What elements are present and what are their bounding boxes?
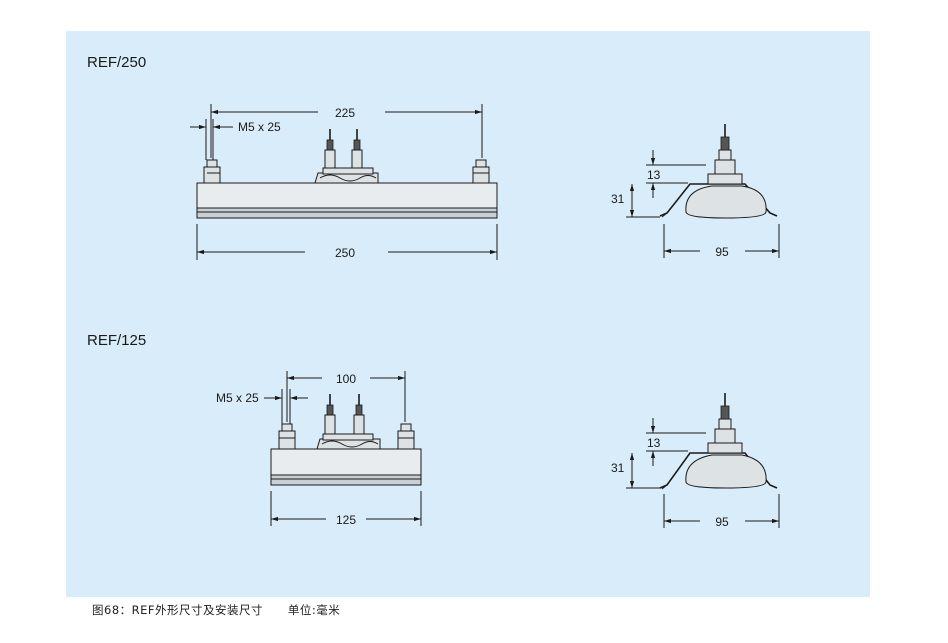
section-title-ref125: REF/125 [87,332,147,349]
ref125-heater-profile [685,454,767,489]
ref250-bolt-label: M5 x 25 [238,120,281,134]
ref250-bottom-dimension: 250 [335,246,355,260]
ref250-end-view: 13 31 95 [611,124,780,259]
ref250-heater-profile [685,185,767,219]
section-title-ref250: REF/250 [87,54,147,71]
ref125-bolt-label: M5 x 25 [216,391,259,405]
ref250-right-bolt [472,159,490,184]
ref125-end-view: 13 31 95 [611,393,780,529]
ref250-end-dim-width: 95 [715,245,729,259]
ref125-top-dimension: 100 [336,372,356,386]
ref125-end-dim-height: 31 [611,461,625,475]
ref125-bottom-dimension: 125 [336,513,356,527]
ref125-side-view: 100 M5 x 25 125 [216,371,422,527]
ref250-side-view: 225 M5 x 25 250 [190,104,498,260]
ref125-end-dim-width: 95 [715,515,729,529]
ref250-end-dim-height: 31 [611,192,625,206]
ref250-terminal-block [314,129,379,184]
ref250-end-dim-small: 13 [647,168,661,182]
ref125-right-bolt [397,423,415,450]
figure-caption: 图68：REF外形尺寸及安装尺寸 单位:毫米 [92,603,341,617]
ref250-top-dimension: 225 [335,106,355,120]
ref250-left-bolt [203,159,221,184]
ref125-end-dim-small: 13 [647,436,661,450]
ref125-left-bolt [278,423,296,450]
ref125-terminal-block [316,394,381,450]
